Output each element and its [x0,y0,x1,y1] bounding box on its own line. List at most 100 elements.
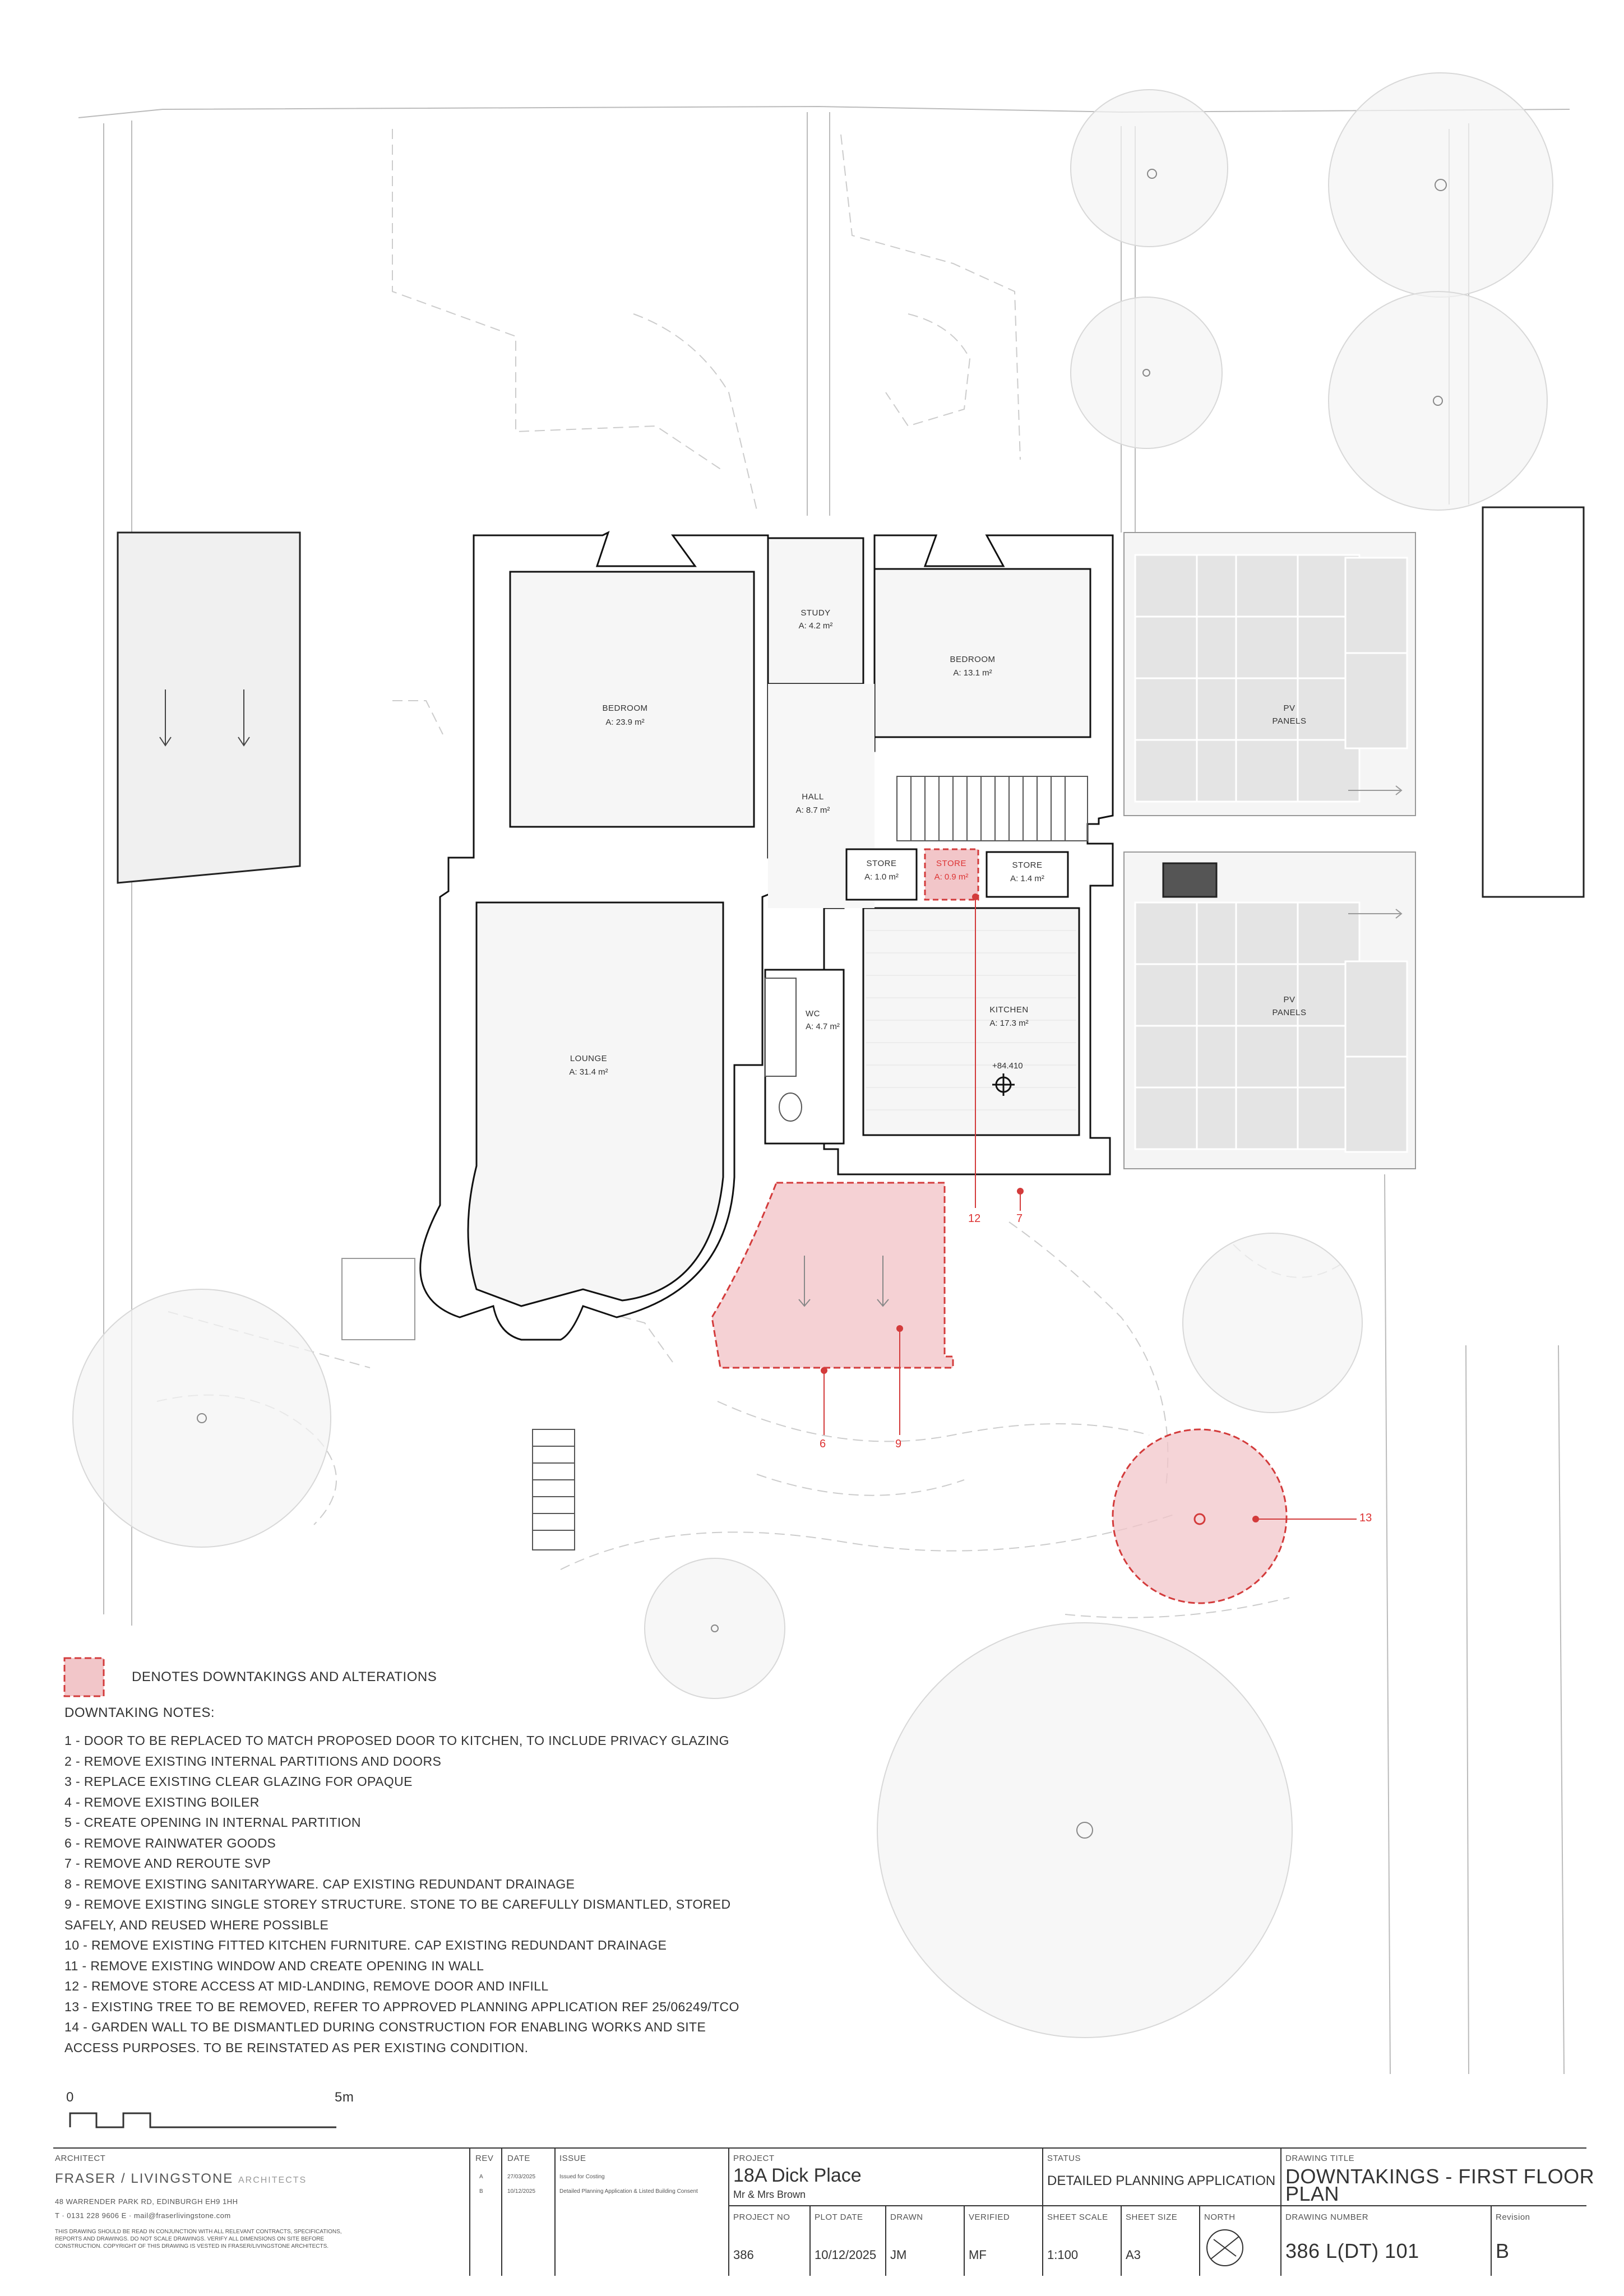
firm-name-suffix: ARCHITECTS [238,2175,307,2185]
stores [845,848,1069,901]
note-item: 13 - EXISTING TREE TO BE REMOVED, REFER … [64,1999,739,2014]
building-walls [419,531,1114,1341]
note-item: 4 - REMOVE EXISTING BOILER [64,1794,260,1809]
room-label-wc: WC [806,1009,820,1019]
verified-value: MF [969,2248,987,2262]
room-label-hall: HALL [802,792,824,802]
project-name: 18A Dick Place [733,2165,862,2186]
note-item: 7 - REMOVE AND REROUTE SVP [64,1856,271,1871]
wc-room [764,969,845,1145]
tree-centres [197,169,1447,1839]
status-value: DETAILED PLANNING APPLICATION [1047,2173,1276,2188]
drawing-number-value: 386 L(DT) 101 [1285,2239,1419,2262]
kitchen-flooring [866,930,1076,1110]
existing-trees [72,72,1553,2038]
sheet-scale-value: 1:100 [1047,2248,1079,2262]
north-arrow-icon [1206,2229,1243,2266]
note-item: 1 - DOOR TO BE REPLACED TO MATCH PROPOSE… [64,1733,729,1748]
room-area-hall: A: 8.7 m² [795,806,830,815]
rev-b-date: 10/12/2025 [507,2188,536,2195]
room-area-study: A: 4.2 m² [798,621,833,631]
drawn-label: DRAWN [890,2212,923,2222]
pv-label-top-line1: PV [1283,703,1296,713]
room-label-lounge: LOUNGE [570,1054,608,1063]
note-item: 2 - REMOVE EXISTING INTERNAL PARTITIONS … [64,1753,442,1769]
note-item: 8 - REMOVE EXISTING SANITARYWARE. CAP EX… [64,1876,575,1891]
firm-name: FRASER / LIVINGSTONE ARCHITECTS [55,2171,307,2187]
note-item: 12 - REMOVE STORE ACCESS AT MID-LANDING,… [64,1979,549,1993]
firm-address: 48 WARRENDER PARK RD, EDINBURGH EH9 1HH [55,2197,238,2206]
issue-header: ISSUE [559,2154,586,2163]
room-area-store-1: A: 1.0 m² [864,872,899,882]
status-label: STATUS [1047,2154,1081,2163]
drawing-title-label: DRAWING TITLE [1285,2154,1355,2163]
drawing-title-line1: DOWNTAKINGS - FIRST FLOOR [1285,2165,1595,2188]
downtaking-single-storey [711,1182,954,1369]
note-item: 11 - REMOVE EXISTING WINDOW AND CREATE O… [64,1958,484,1973]
pv-label-top-line2: PANELS [1272,716,1307,726]
firm-contact: T · 0131 228 9606 E · mail@fraserlivings… [55,2211,231,2220]
room-label-bedroom-2: BEDROOM [950,655,996,664]
callout-13: 13 [1359,1512,1372,1524]
note-item: 6 - REMOVE RAINWATER GOODS [64,1835,276,1850]
rev-b: B [479,2188,483,2195]
north-label: NORTH [1204,2212,1236,2222]
note-item: 9 - REMOVE EXISTING SINGLE STOREY STRUCT… [64,1897,731,1932]
verified-label: VERIFIED [969,2212,1010,2222]
room-label-store-2: STORE [936,859,966,868]
legend-swatch [63,1657,105,1697]
room-area-lounge: A: 31.4 m² [569,1067,608,1077]
scale-bar-start: 0 [66,2090,74,2105]
project-label: PROJECT [733,2154,775,2163]
rev-a: A [479,2174,483,2180]
room-area-store-2: A: 0.9 m² [934,872,969,882]
callout-7: 7 [1016,1212,1023,1225]
plot-date-label: PLOT DATE [815,2212,863,2222]
room-area-wc: A: 4.7 m² [806,1022,840,1031]
room-label-bedroom-1: BEDROOM [602,703,648,713]
client-name: Mr & Mrs Brown [733,2189,806,2200]
room-label-study: STUDY [801,608,831,618]
sheet-size-label: SHEET SIZE [1126,2212,1178,2222]
callout-6: 6 [820,1438,826,1450]
note-item: 10 - REMOVE EXISTING FITTED KITCHEN FURN… [64,1938,667,1952]
callout-12: 12 [968,1212,981,1225]
note-item: 3 - REPLACE EXISTING CLEAR GLAZING FOR O… [64,1774,413,1789]
plot-date-value: 10/12/2025 [815,2248,877,2262]
pv-panel-area-top [1123,532,1416,816]
date-header: DATE [507,2154,530,2163]
note-item: 14 - GARDEN WALL TO BE DISMANTLED DURING… [64,2020,706,2055]
external-steps [341,1258,575,1550]
revision-value: B [1496,2239,1510,2262]
rooflight [1162,862,1218,898]
level-marker-icon [992,1073,1015,1096]
rev-header: REV [475,2154,494,2163]
neighbour-building-right [1482,506,1585,898]
neighbour-building-left [117,531,301,884]
drawing-number-label: DRAWING NUMBER [1285,2212,1369,2222]
drawing-title-line2: PLAN [1285,2182,1340,2205]
room-label-store-1: STORE [866,859,897,868]
room-label-store-3: STORE [1012,860,1043,870]
pv-label-bottom-line2: PANELS [1272,1008,1307,1017]
project-no-value: 386 [733,2248,754,2262]
pv-panel-area-bottom [1123,851,1416,1169]
callout-9: 9 [895,1438,902,1450]
rev-a-issue: Issued for Costing [559,2174,605,2180]
staircase [896,776,1088,841]
title-block-lines [53,2147,1586,2276]
sheet-size-value: A3 [1126,2248,1141,2262]
project-no-label: PROJECT NO [733,2212,790,2222]
room-area-bedroom-1: A: 23.9 m² [605,718,645,727]
tree-to-remove [1112,1428,1288,1604]
rev-a-date: 27/03/2025 [507,2174,536,2180]
room-area-bedroom-2: A: 13.1 m² [953,668,992,678]
callout-leaders [821,894,1357,1522]
sheet-scale-label: SHEET SCALE [1047,2212,1108,2222]
scale-bar-end: 5m [335,2090,354,2105]
pv-label-bottom-line1: PV [1283,995,1296,1004]
disclaimer: THIS DRAWING SHOULD BE READ IN CONJUNCTI… [55,2229,342,2249]
drawn-value: JM [890,2248,907,2262]
legend-text: DENOTES DOWNTAKINGS AND ALTERATIONS [132,1669,437,1684]
revision-label: Revision [1496,2212,1530,2222]
